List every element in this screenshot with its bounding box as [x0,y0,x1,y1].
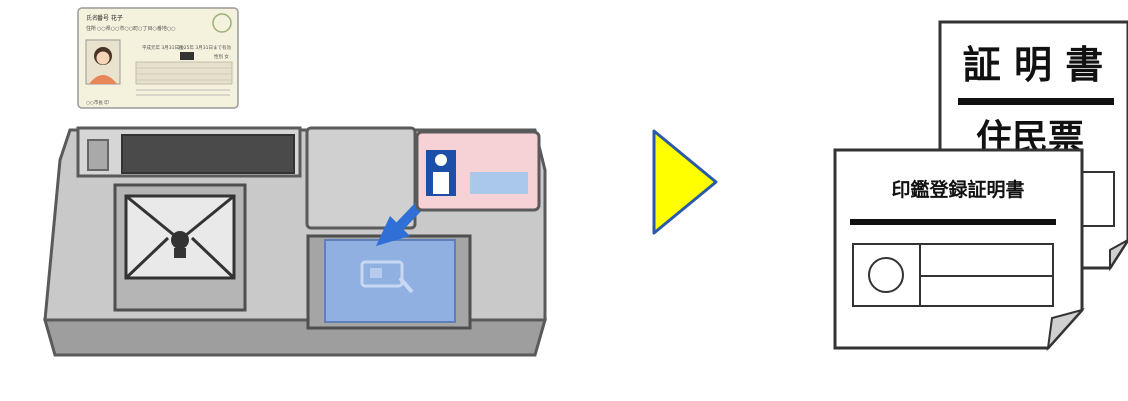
screen-slot [122,135,294,173]
seal-certificate-title: 印鑑登録証明書 [891,178,1024,201]
card-reader-pad[interactable] [325,240,455,322]
card-photo [86,40,120,84]
certificate-title: 証 明 書 [963,43,1103,87]
my-number-card: 氏名 番号 花子 住所 ○○県○○市○○町○丁目○番地○○ 平成元年 3月31日… [78,8,238,108]
card-address-value: ○○県○○市○○町○丁目○番地○○ [97,25,176,32]
inserted-card-icon [417,132,539,210]
card-expiry: 2025年 3月31日まで有効 [178,44,231,51]
kiosk-machine [45,128,545,355]
next-step-arrow-icon [654,131,716,233]
card-barcode [180,52,194,60]
small-slot [88,140,108,170]
card-footer: ○○市長 印 [86,99,109,106]
upper-panel [307,128,415,228]
card-name-value: 番号 花子 [97,14,123,22]
card-address-label: 住所 [86,25,96,32]
seal-registration-certificate: 印鑑登録証明書 [835,150,1082,348]
envelope-icon [126,196,234,278]
card-sex: 性別 女 [214,53,229,60]
seal-box [853,244,1053,306]
